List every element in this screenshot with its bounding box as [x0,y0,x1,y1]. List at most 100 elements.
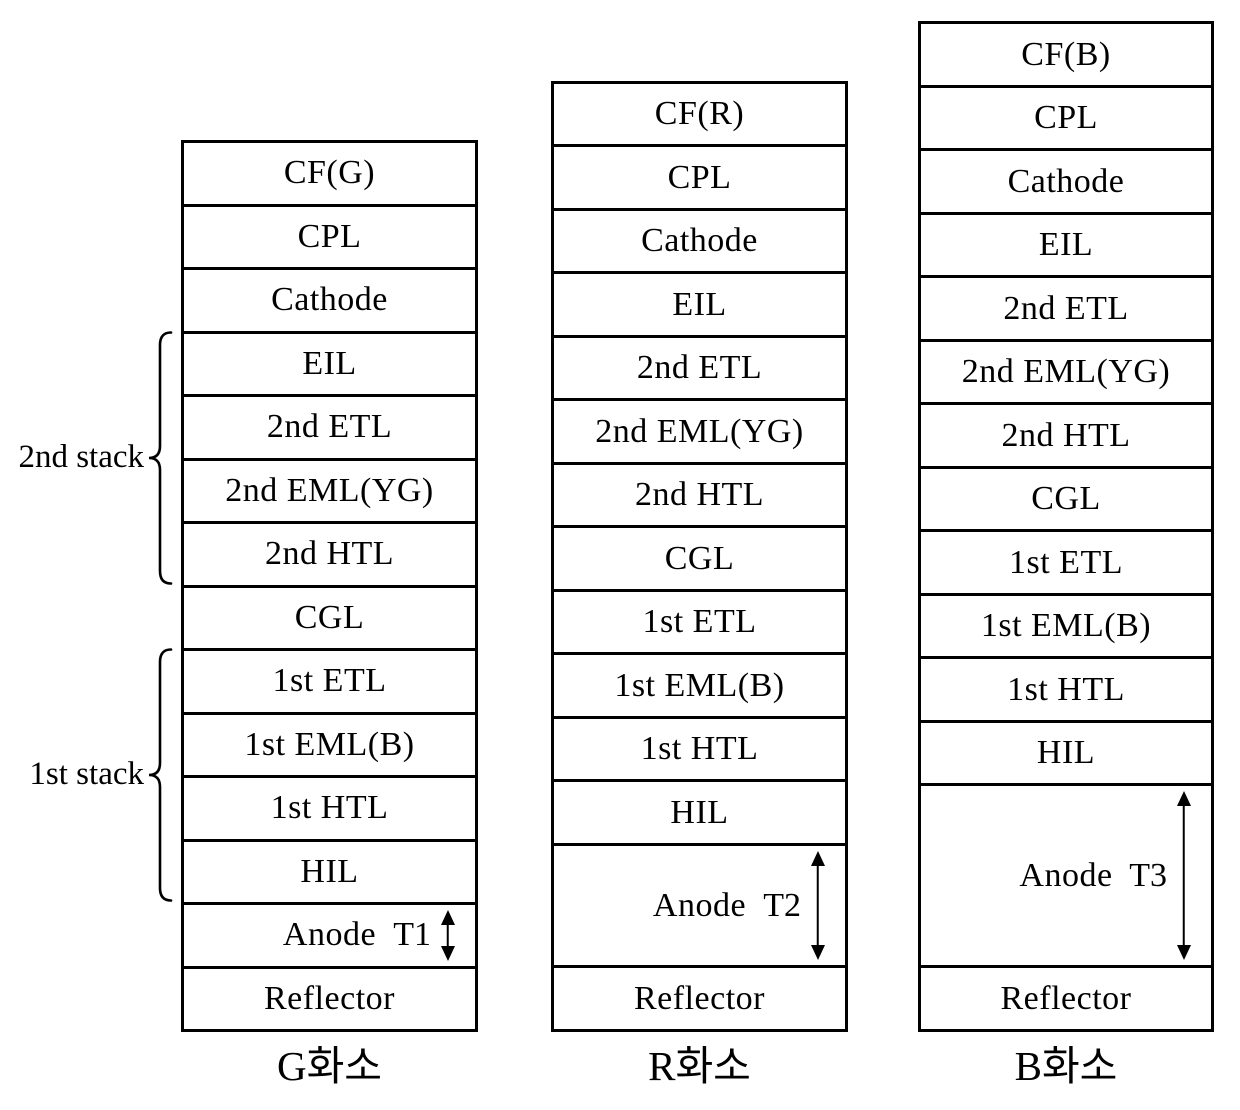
layer-cf-r-r-pixel: CF(R) [554,80,845,145]
layer-hil-g-pixel: HIL [184,838,475,903]
layer-label: Cathode [641,222,758,260]
thickness-label-t2: T2 [763,886,801,924]
layer-label: 2nd ETL [1003,289,1129,327]
arrow-up-head [440,910,455,925]
arrow-shaft [446,920,449,951]
layer-2nd-eml-yg-r-pixel: 2nd EML(YG) [554,398,845,462]
layer-cgl-b-pixel: CGL [921,465,1211,530]
layer-2nd-eml-yg-g-pixel: 2nd EML(YG) [184,457,475,522]
layer-label: 2nd HTL [634,476,765,514]
brace-icon-2nd-stack [148,330,173,585]
layer-label: EIL [672,285,727,323]
thickness-label-t3: T3 [1129,856,1167,894]
thickness-arrow-icon [1176,791,1191,961]
layer-label: 2nd ETL [266,408,393,446]
layer-2nd-htl-b-pixel: 2nd HTL [921,402,1211,466]
layer-label: 1st EML(B) [614,666,785,704]
layer-reflector-r-pixel: Reflector [554,965,845,1029]
layer-label: CPL [297,217,362,255]
layer-label: HIL [670,793,729,831]
layer-label: Anode [652,886,747,924]
stack-label-1st-stack: 1st stack [29,756,144,792]
layer-label: 2nd HTL [1001,416,1131,454]
layer-cf-b-b-pixel: CF(B) [921,21,1211,85]
layer-label: EIL [1038,226,1094,263]
arrow-down-head [1176,945,1191,961]
layer-1st-etl-r-pixel: 1st ETL [554,588,845,653]
layer-label: 2nd EML(YG) [595,412,804,450]
layer-eil-r-pixel: EIL [554,271,845,335]
layer-label: 2nd HTL [264,535,395,573]
layer-label: 1st EML(B) [980,607,1152,644]
layer-label: CF(G) [283,154,376,192]
arrow-shaft [816,860,819,951]
layer-label: 1st ETL [272,662,387,700]
layer-reflector-g-pixel: Reflector [184,965,475,1030]
layer-2nd-etl-r-pixel: 2nd ETL [554,334,845,399]
stack-label-2nd-stack: 2nd stack [18,438,144,475]
layer-2nd-eml-yg-b-pixel: 2nd EML(YG) [921,338,1211,403]
thickness-label-t1: T1 [393,916,431,954]
layer-hil-r-pixel: HIL [554,779,845,843]
layer-2nd-etl-g-pixel: 2nd ETL [184,394,475,458]
brace-icon-1st-stack [148,648,173,902]
arrow-down-head [440,945,455,961]
layer-label: CF(B) [1021,35,1111,73]
layer-label: 2nd EML(YG) [961,353,1171,390]
layer-label: HIL [1036,734,1096,771]
layer-1st-eml-b-b-pixel: 1st EML(B) [921,592,1211,657]
layer-label: Cathode [271,281,388,319]
layer-1st-htl-b-pixel: 1st HTL [921,656,1211,720]
arrow-shaft [1182,801,1185,951]
layer-2nd-etl-b-pixel: 2nd ETL [921,275,1211,339]
layer-eil-g-pixel: EIL [184,330,475,395]
layer-eil-b-pixel: EIL [921,211,1211,276]
layer-label: CGL [664,539,735,577]
layer-cathode-b-pixel: Cathode [921,148,1211,212]
layer-cpl-g-pixel: CPL [184,203,475,268]
layer-cathode-r-pixel: Cathode [554,207,845,272]
layer-label: CPL [1034,99,1098,136]
layer-label: 1st ETL [642,603,757,641]
layer-anode-b-pixel: Anode T3 [921,783,1211,965]
layer-label: EIL [302,344,357,382]
layer-label: Anode [1019,856,1113,894]
layer-label: CGL [1031,480,1101,517]
layer-label: 2nd ETL [636,349,763,387]
layer-anode-r-pixel: Anode T2 [554,842,845,966]
layer-label: 1st HTL [640,730,759,768]
layer-anode-g-pixel: Anode T1 [184,902,475,966]
thickness-arrow-icon [810,850,825,961]
arrow-down-head [810,945,825,961]
layer-label: Reflector [1000,979,1132,1017]
layer-label: 1st HTL [270,789,389,827]
layer-label: Reflector [634,979,765,1017]
thickness-arrow-icon [440,910,455,961]
layer-label: CF(R) [654,95,745,133]
layer-1st-htl-g-pixel: 1st HTL [184,775,475,839]
layer-label: Anode [282,916,377,954]
layer-hil-b-pixel: HIL [921,719,1211,784]
caption-g-pixel: G화소 [276,1043,383,1089]
layer-label: 1st ETL [1009,543,1123,581]
layer-cgl-r-pixel: CGL [554,525,845,589]
layer-2nd-htl-r-pixel: 2nd HTL [554,461,845,526]
layer-cpl-b-pixel: CPL [921,84,1211,149]
layer-label: 2nd EML(YG) [225,471,434,509]
layer-label: Reflector [264,979,395,1017]
layer-label: CGL [294,598,365,636]
layer-reflector-b-pixel: Reflector [921,965,1211,1029]
layer-2nd-htl-g-pixel: 2nd HTL [184,521,475,585]
arrow-up-head [810,850,825,866]
layer-1st-htl-r-pixel: 1st HTL [554,715,845,780]
caption-b-pixel: B화소 [1014,1043,1118,1089]
arrow-up-head [1176,791,1191,807]
layer-cgl-g-pixel: CGL [184,584,475,649]
caption-r-pixel: R화소 [648,1043,751,1089]
layer-1st-etl-g-pixel: 1st ETL [184,648,475,712]
layer-label: 1st HTL [1007,670,1125,708]
